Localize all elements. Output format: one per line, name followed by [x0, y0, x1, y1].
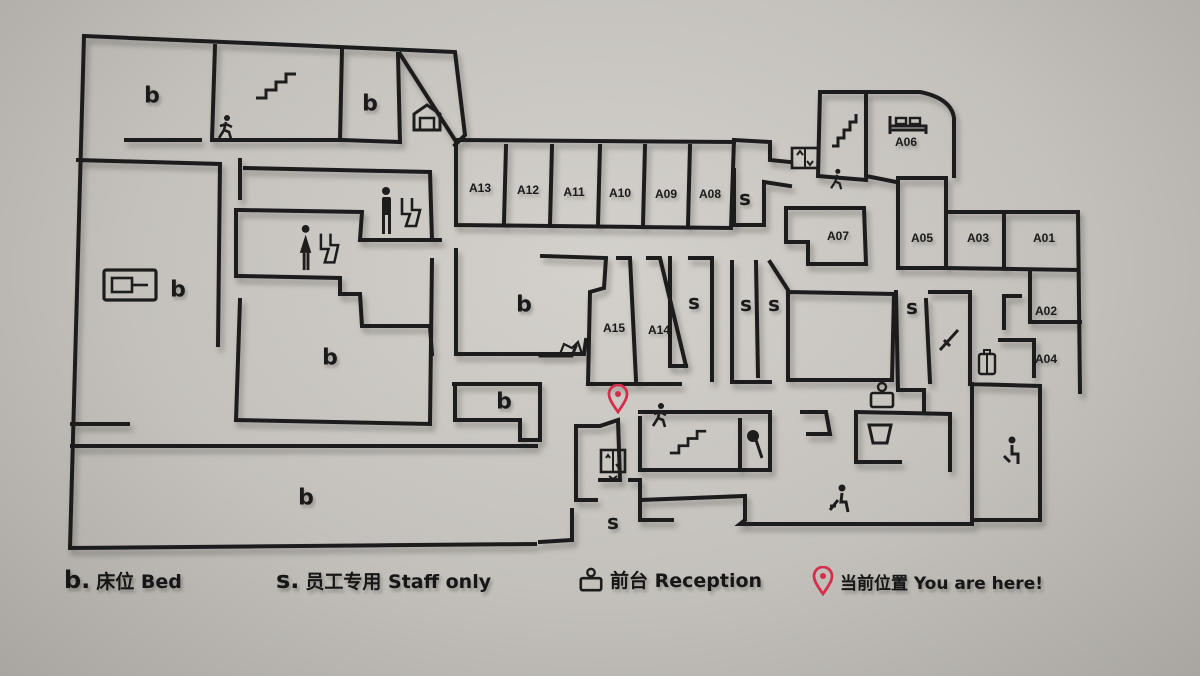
legend-bed: b. 床位 Bed: [64, 566, 182, 594]
legend-you-are-here-text: 当前位置 You are here!: [840, 573, 1043, 594]
person-sitting-icon: [1002, 436, 1020, 464]
sofa-icon: [558, 340, 584, 356]
stairs-icon: [256, 72, 296, 100]
bed-icon: [888, 116, 928, 134]
room-label-a07: A07: [826, 229, 850, 243]
staff-marker: s: [740, 292, 752, 316]
staff-marker: s: [688, 290, 700, 314]
bed-marker: b: [170, 277, 186, 303]
you-are-here-pin-icon: [607, 384, 629, 414]
room-label-a13: A13: [468, 181, 492, 195]
stairs-icon: [832, 114, 858, 148]
microphone-icon: [747, 430, 764, 459]
legend-staff-key: s.: [276, 566, 300, 594]
room-label-a10: A10: [608, 186, 632, 200]
staff-marker: s: [607, 510, 619, 534]
room-label-a05: A05: [910, 231, 934, 245]
reception-icon: [579, 567, 603, 592]
bed-marker: b: [496, 389, 512, 415]
mug-icon: [867, 423, 893, 445]
walking-person-icon: [217, 115, 233, 140]
legend-reception-text: 前台 Reception: [610, 570, 763, 592]
room-label-a03: A03: [966, 231, 990, 245]
legend-you-are-here: 当前位置 You are here!: [812, 566, 1043, 596]
legend-staff: s. 员工专用 Staff only: [276, 566, 491, 594]
you-are-here-pin-icon: [812, 566, 834, 596]
room-label-a14: A14: [647, 323, 671, 337]
staff-marker: s: [906, 295, 918, 319]
toilet-icon: [382, 187, 422, 234]
staff-marker: s: [768, 292, 780, 316]
room-label-a12: A12: [516, 183, 540, 197]
luggage-icon: [977, 349, 997, 376]
luggage-icon: [102, 268, 158, 302]
room-label-a15: A15: [602, 321, 626, 335]
room-label-a08: A08: [698, 187, 722, 201]
room-label-a01: A01: [1032, 231, 1056, 245]
bed-marker: b: [516, 292, 532, 318]
reception-icon: [412, 103, 442, 132]
bed-marker: b: [298, 485, 314, 511]
room-label-a04: A04: [1034, 352, 1058, 366]
legend-bed-key: b.: [64, 566, 91, 594]
room-label-a06: A06: [894, 135, 918, 149]
legend-staff-text: 员工专用 Staff only: [305, 570, 492, 593]
staff-marker: s: [739, 186, 751, 210]
bed-marker: b: [362, 91, 378, 117]
legend-reception: 前台 Reception: [578, 566, 762, 593]
bed-marker: b: [322, 345, 338, 371]
bed-marker: b: [144, 83, 160, 109]
reception-icon: [869, 382, 895, 409]
walking-person-icon: [651, 403, 667, 428]
walking-person-icon: [830, 168, 843, 190]
person-sitting-icon: [828, 484, 850, 513]
stairs-icon: [669, 429, 707, 455]
room-label-a11: A11: [563, 185, 585, 199]
diner-icon: [938, 328, 960, 352]
room-label-a09: A09: [654, 187, 678, 201]
legend-bed-text: 床位 Bed: [96, 570, 182, 593]
elevator-icon: [599, 448, 627, 480]
toilet-icon: [299, 225, 340, 271]
elevator-icon: [790, 146, 820, 170]
room-label-a02: A02: [1034, 304, 1058, 318]
